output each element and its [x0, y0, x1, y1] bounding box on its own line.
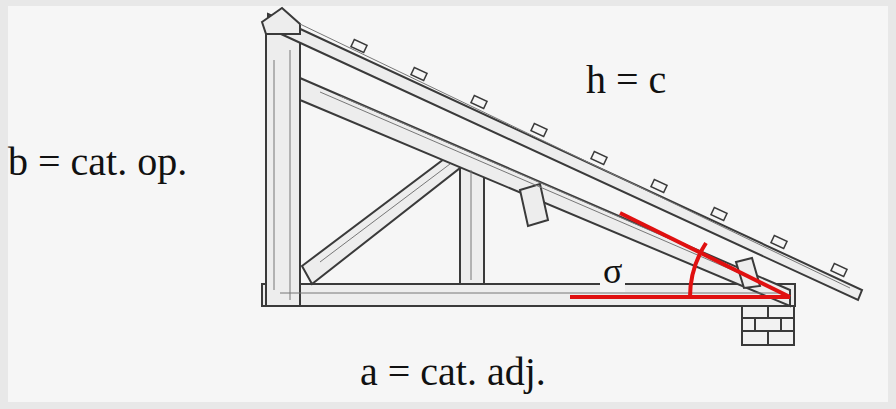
- angle-marker: [570, 213, 790, 297]
- hypotenuse-label: h = c: [586, 58, 666, 102]
- panel: [8, 6, 888, 402]
- opposite-side-label: b = cat. op.: [8, 140, 187, 184]
- angle-label: σ: [600, 252, 625, 292]
- shingles: [351, 39, 847, 276]
- adjacent-side-label: a = cat. adj.: [360, 350, 546, 394]
- truss: [262, 8, 862, 345]
